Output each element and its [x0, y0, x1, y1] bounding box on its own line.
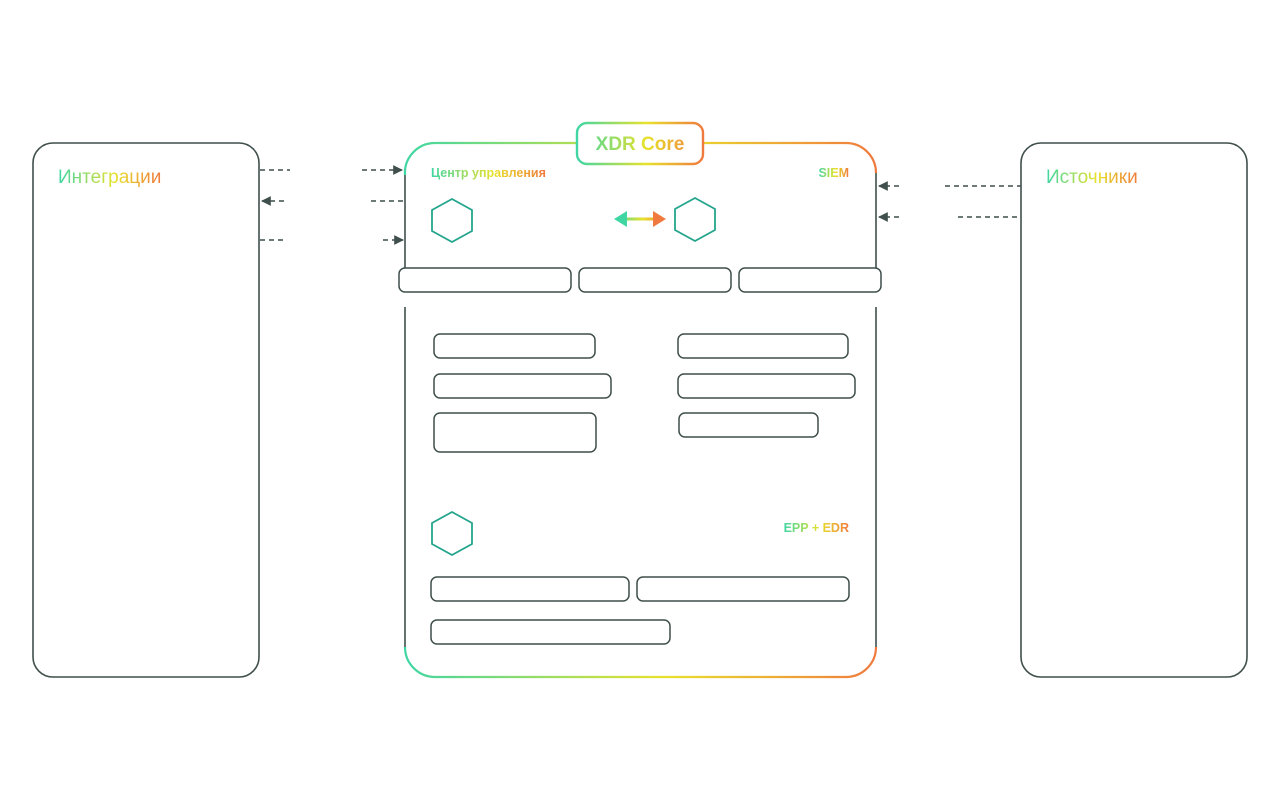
content-block [433, 333, 596, 359]
control-center-label: Центр управления [431, 166, 546, 180]
integrations-title: Интеграции [58, 167, 161, 188]
content-block [430, 619, 671, 645]
xdr-core-badge: XDR Core [575, 121, 705, 166]
hexagon-icon [674, 196, 716, 243]
hexagon-icon [431, 510, 473, 557]
epp-edr-label: EPP + EDR [784, 521, 849, 535]
content-block [677, 373, 856, 399]
module-bar [398, 267, 572, 293]
integration-connectors [260, 165, 405, 245]
integrations-panel: Интеграции [32, 142, 260, 678]
hexagon-icon [431, 197, 473, 244]
module-bar [738, 267, 882, 293]
epp-edr-blocks [430, 576, 850, 645]
source-connectors [878, 181, 1021, 222]
content-block [430, 576, 630, 602]
control-center-blocks [433, 333, 612, 453]
siem-label: SIEM [818, 166, 849, 180]
content-block [636, 576, 850, 602]
content-block [677, 333, 849, 359]
module-bar-row [398, 267, 882, 293]
content-block [433, 412, 597, 453]
double-arrow-icon [614, 211, 666, 227]
content-block [678, 412, 819, 438]
sources-panel: Источники [1020, 142, 1248, 678]
content-block [433, 373, 612, 399]
siem-blocks [677, 333, 856, 438]
module-bar [578, 267, 732, 293]
sources-title: Источники [1046, 167, 1138, 188]
xdr-core-label: XDR Core [596, 134, 685, 155]
xdr-core-frame [403, 141, 878, 679]
